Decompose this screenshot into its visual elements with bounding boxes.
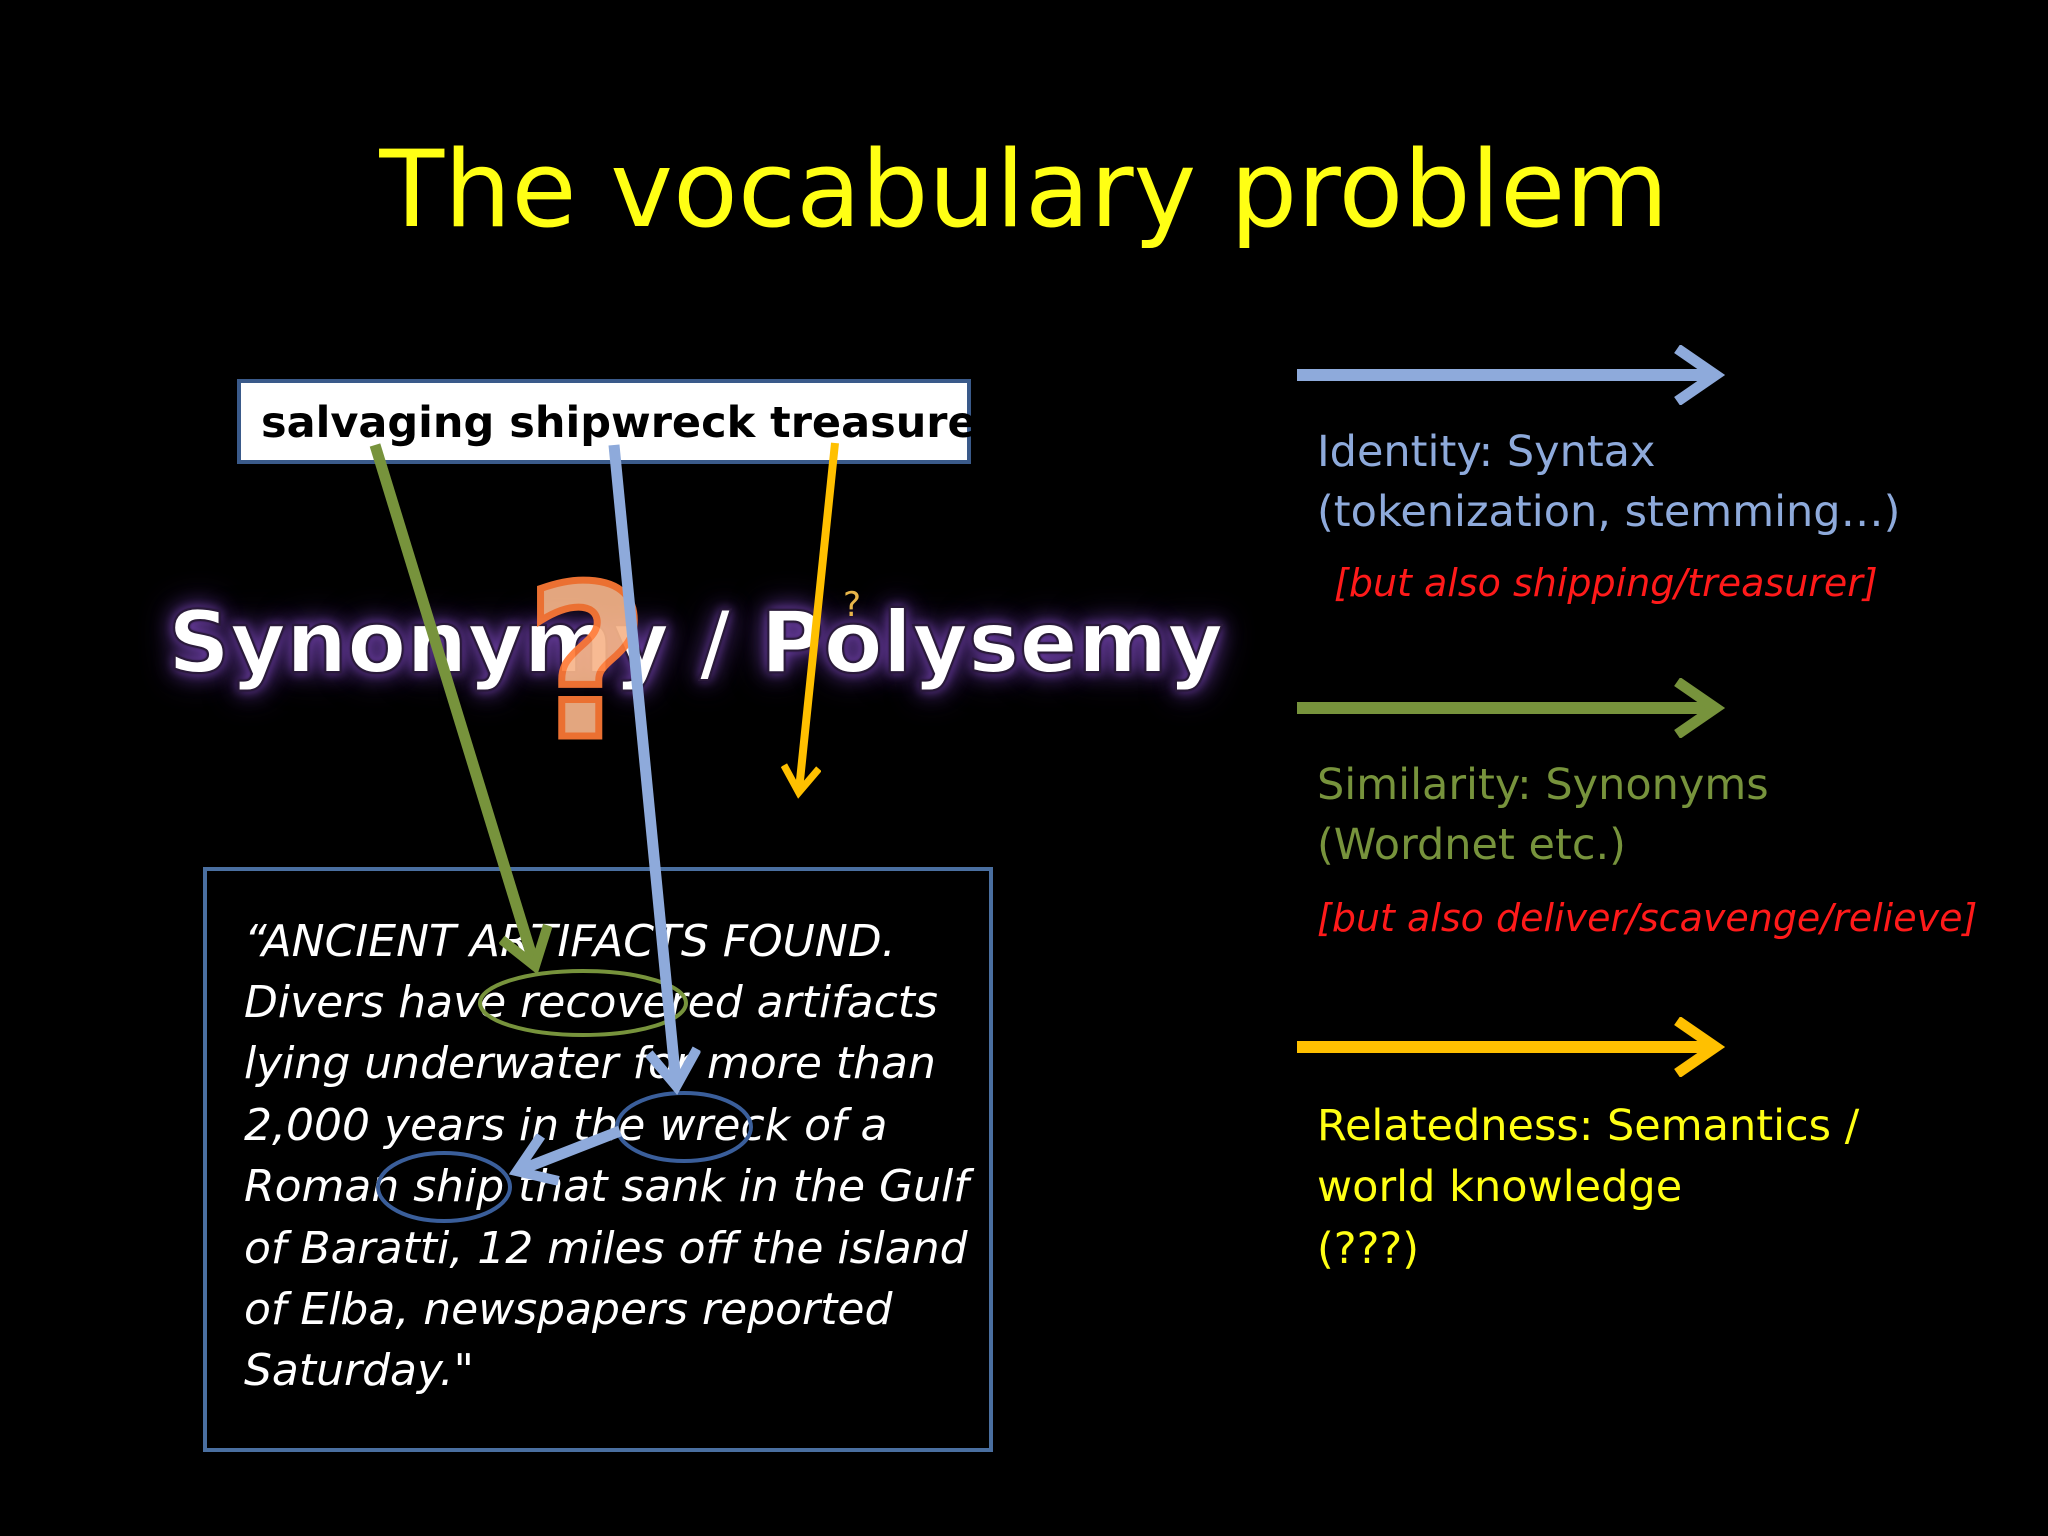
treasure-arrow: [799, 442, 839, 790]
synonymy-polysemy-label: Synonymy / Polysemy: [167, 592, 1224, 694]
document-line: “ANCIENT ARTIFACTS FOUND.: [244, 916, 896, 967]
identity-note: [but also shipping/treasurer]: [1334, 561, 1878, 605]
document-line: of Baratti, 12 miles off the island: [244, 1223, 968, 1274]
wreck-circle: [615, 1091, 753, 1163]
wreck-to-ship-arrow: [520, 1125, 622, 1170]
small-question-mark: ?: [843, 585, 862, 625]
relatedness-detail: world knowledge: [1317, 1162, 1683, 1212]
identity-detail: (tokenization, stemming…): [1317, 487, 1901, 537]
shipwreck-arrow: [608, 444, 676, 1083]
similarity-note: [but also deliver/scavenge/relieve]: [1317, 896, 1978, 940]
document-line: Saturday.": [244, 1345, 474, 1396]
document-line: Divers have recovered artifacts: [244, 977, 938, 1028]
similarity-label: Similarity: Synonyms: [1317, 760, 1769, 810]
relatedness-label: Relatedness: Semantics /: [1317, 1101, 1860, 1151]
similarity-detail: (Wordnet etc.): [1317, 820, 1626, 870]
document-line: lying underwater for more than: [244, 1038, 936, 1089]
slide-title: The vocabulary problem: [379, 128, 1669, 251]
document-line: of Elba, newspapers reported: [244, 1284, 893, 1335]
ship-circle: [376, 1151, 512, 1223]
query-text: salvaging shipwreck treasure: [261, 398, 977, 448]
relatedness-unknown: (???): [1317, 1224, 1420, 1274]
document-box: [203, 867, 993, 1452]
identity-label: Identity: Syntax: [1317, 427, 1656, 477]
salvaging-arrow: [369, 443, 534, 963]
document-line: Roman ship that sank in the Gulf: [244, 1161, 969, 1212]
document-line: 2,000 years in the wreck of a: [244, 1100, 888, 1151]
recovered-circle: [478, 969, 688, 1037]
query-box: salvaging shipwreck treasure: [237, 379, 977, 464]
